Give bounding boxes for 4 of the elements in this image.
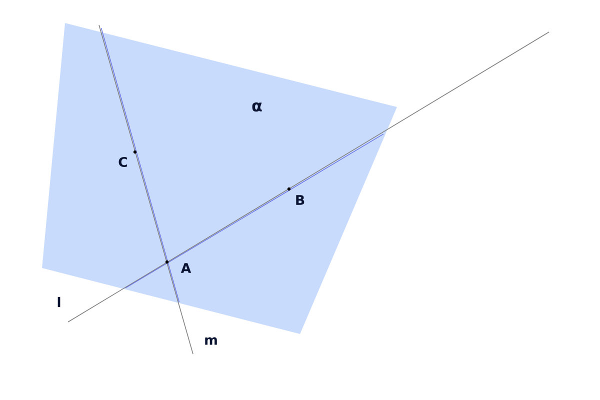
point-label: B	[296, 195, 304, 205]
point-label: A	[180, 263, 192, 273]
point-label: C	[118, 156, 128, 168]
point-label: l	[58, 296, 60, 308]
